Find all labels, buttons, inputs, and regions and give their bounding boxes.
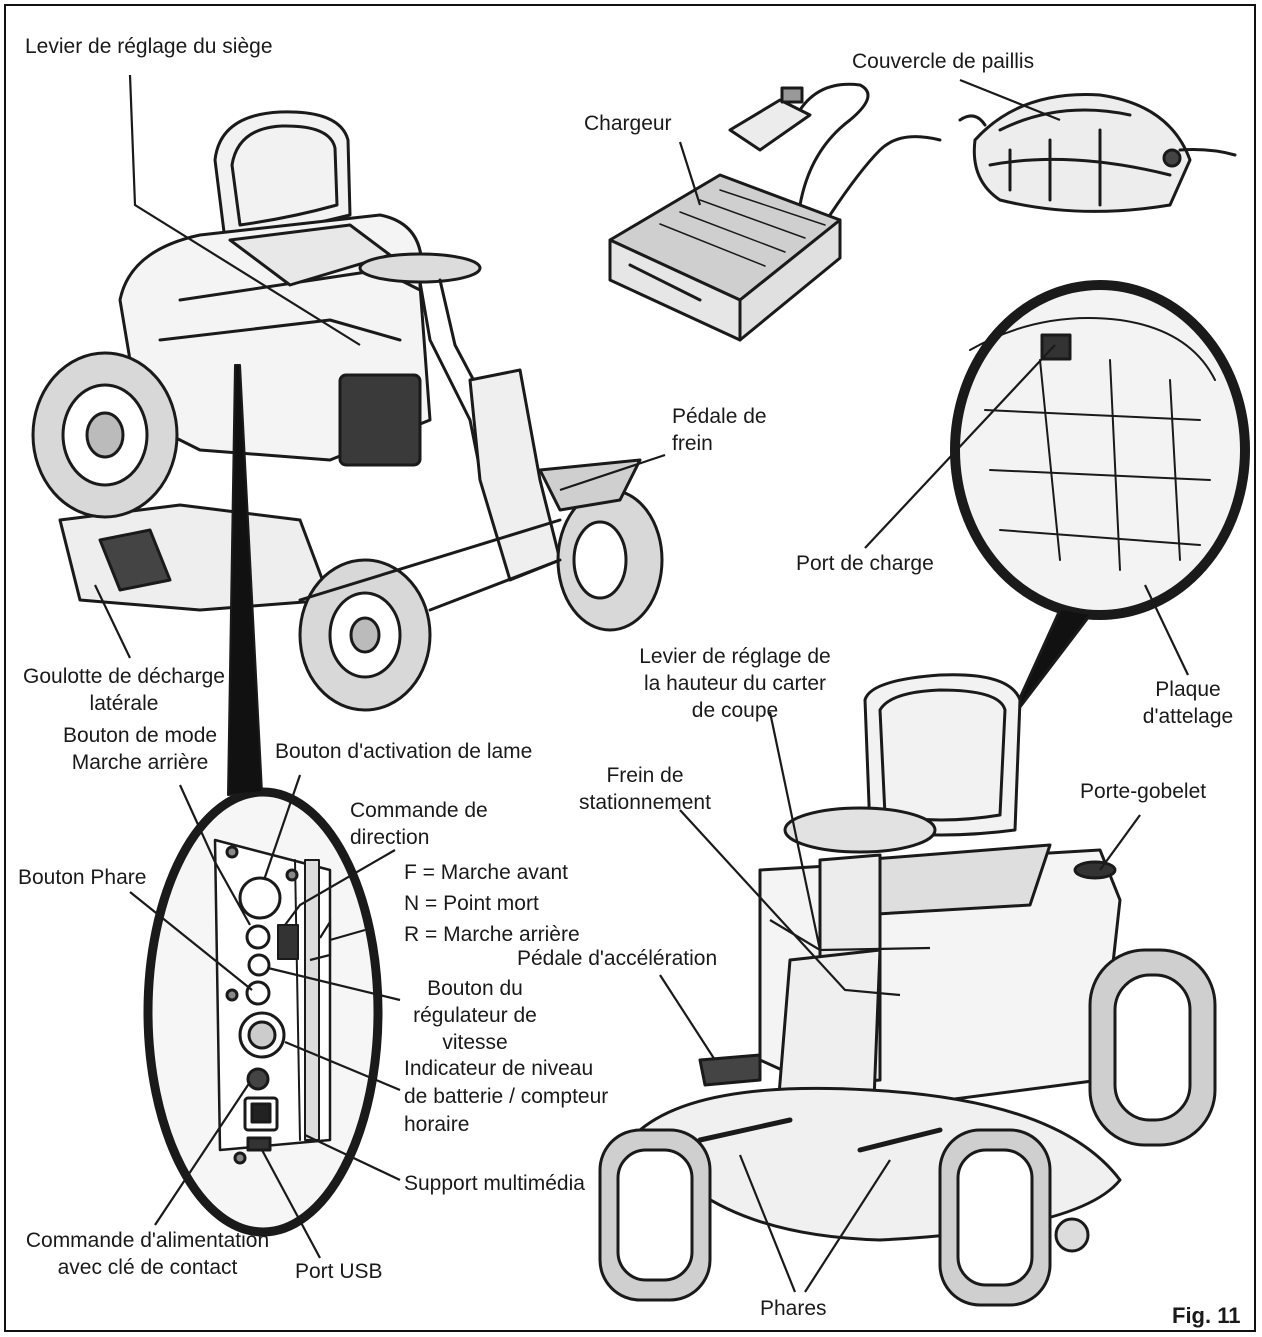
label-media-holder: Support multimédia: [404, 1172, 585, 1195]
label-headlight-button: Bouton Phare: [18, 866, 147, 889]
label-seat-adjust-lever: Levier de réglage du siège: [25, 35, 273, 58]
label-hitch-plate: Plaque d'attelage: [1142, 678, 1234, 728]
label-charger: Chargeur: [584, 112, 672, 135]
label-deck-height-lever: Levier de réglage de la hauteur du carte…: [639, 645, 831, 722]
label-battery-indicator: Indicateur de niveau de batterie / compt…: [404, 1057, 609, 1136]
label-charge-port: Port de charge: [796, 552, 934, 575]
label-side-discharge-chute: Goulotte de décharge latérale: [23, 665, 225, 715]
label-key-power-control: Commande d'alimentation avec clé de cont…: [25, 1229, 270, 1279]
mower-left: [31, 110, 664, 712]
figure-frame: [4, 4, 1256, 1332]
label-brake-pedal: Pédale de frein: [672, 405, 767, 455]
charger: [608, 82, 942, 342]
leader-lines: [94, 74, 1189, 1293]
label-accelerator-pedal: Pédale d'accélération: [517, 947, 718, 970]
label-reverse-mode-button: Bouton de mode Marche arrière: [62, 724, 218, 774]
label-direction-modes: F = Marche avant N = Point mort R = Marc…: [404, 857, 580, 950]
charge-port-zoom: [950, 280, 1250, 722]
label-usb-port: Port USB: [295, 1260, 383, 1283]
figure-number: Fig. 11: [1172, 1303, 1241, 1328]
mode-neutral: N = Point mort: [404, 892, 539, 915]
label-blade-engage-button: Bouton d'activation de lame: [275, 740, 533, 763]
mode-reverse: R = Marche arrière: [404, 923, 580, 946]
label-direction-control: Commande de direction: [350, 799, 488, 849]
mode-forward: F = Marche avant: [404, 861, 568, 884]
label-cup-holder: Porte-gobelet: [1080, 780, 1207, 803]
label-headlights: Phares: [760, 1297, 827, 1320]
control-panel-zoom: [143, 364, 383, 1237]
mulch-cover: [958, 93, 1237, 213]
mower-right: [598, 673, 1217, 1307]
label-mulch-cover: Couvercle de paillis: [852, 50, 1035, 73]
label-cruise-control-button: Bouton du régulateur de vitesse: [413, 977, 537, 1054]
label-parking-brake: Frein de stationnement: [579, 764, 711, 814]
